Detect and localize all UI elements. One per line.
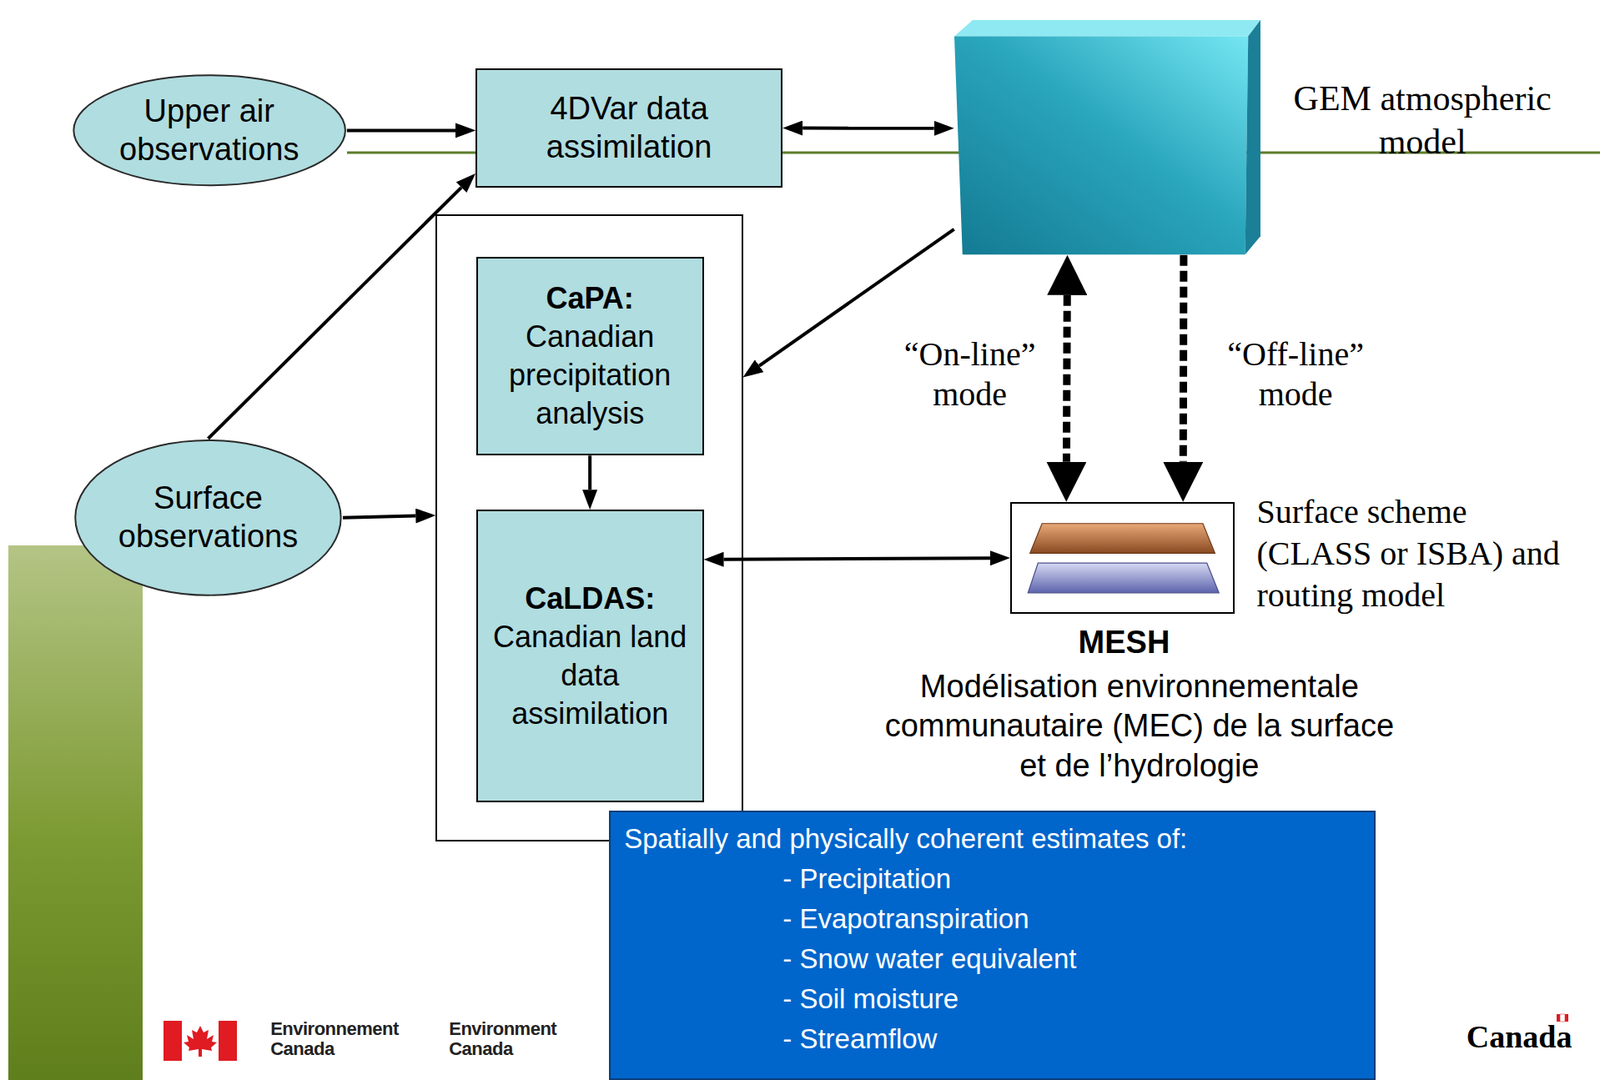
flow-arrow [802, 126, 935, 131]
node-text: CaLDAS: [524, 579, 655, 619]
mode-arrow [1179, 255, 1188, 463]
observation-ellipse: Surface observations [73, 438, 343, 598]
result-box: Spatially and physically coherent estima… [608, 810, 1376, 1080]
node-text: Upper air observations [86, 92, 333, 169]
node-text: Surface observations [88, 479, 328, 556]
model-box: Surface scheme (CLASS or ISBA) and routi… [1010, 502, 1235, 615]
process-box: CaLDAS:Canadian land data assimilation [476, 509, 705, 803]
node-text: Spatially and physically coherent estima… [623, 819, 1361, 860]
flow-arrow [342, 516, 416, 519]
mode-arrow [1062, 295, 1072, 463]
flow-arrow [208, 187, 462, 439]
wordmark: Canada [1466, 1018, 1573, 1057]
node-text: Surface scheme (CLASS or ISBA) and routi… [1257, 491, 1574, 617]
node-text: Canadian land data assimilation [486, 618, 695, 734]
agency-name: Environnement Canada [270, 1019, 421, 1060]
process-box: 4DVar data assimilation [475, 68, 783, 188]
node-text: Modélisation environnementale communauta… [871, 667, 1407, 787]
node-text: - Evapotranspiration [623, 899, 1361, 940]
agency-name: Environment Canada [448, 1019, 599, 1060]
ellipse-outline [73, 438, 343, 598]
node-text: MESH [1011, 623, 1237, 664]
node-text: - Soil moisture [623, 979, 1361, 1020]
flow-arrow [724, 558, 991, 560]
flow-arrow [759, 229, 955, 367]
node-text: - Precipitation [623, 859, 1361, 900]
soil-layers [1011, 503, 1233, 614]
node-text: 4DVar data assimilation [485, 90, 773, 167]
model-cube: GEM atmospheric model [954, 20, 1261, 255]
node-text: Canadian precipitation analysis [486, 317, 695, 433]
edge-label: “Off-line” mode [1207, 334, 1384, 415]
node-text: - Snow water equivalent [623, 939, 1361, 980]
flow-arrow [347, 128, 456, 132]
group-box: CaPA:Canadian precipitation analysisCaLD… [435, 214, 743, 842]
ellipse-outline [71, 74, 348, 187]
node-text: GEM atmospheric model [1262, 76, 1582, 165]
canada-flag [163, 1021, 237, 1062]
side-band [8, 545, 143, 1080]
flow-arrow [588, 455, 592, 490]
cube-drawing [954, 20, 1261, 255]
edge-label: “On-line” mode [882, 334, 1058, 415]
process-box: CaPA:Canadian precipitation analysis [476, 256, 705, 457]
node-text: CaPA: [545, 279, 634, 318]
node-text: - Streamflow [623, 1019, 1361, 1060]
observation-ellipse: Upper air observations [71, 74, 348, 187]
